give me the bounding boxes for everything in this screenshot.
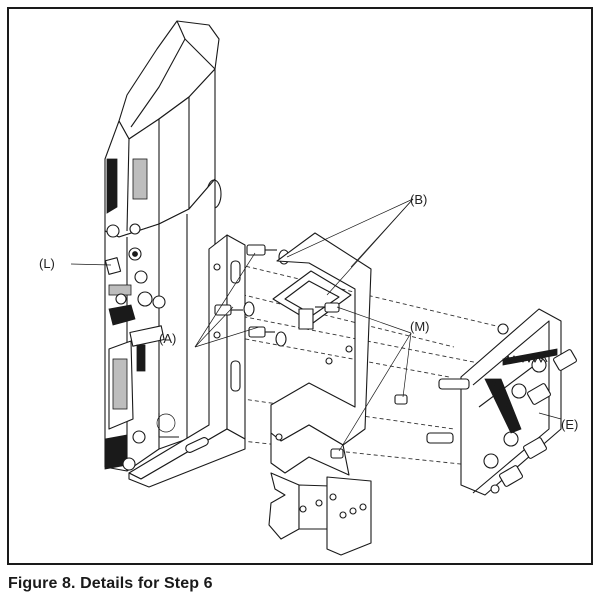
callout-a: (A) <box>159 331 176 346</box>
exploded-assembly-drawing: (L) (A) (B) (M) (E) <box>39 20 578 556</box>
callout-m: (M) <box>410 319 430 334</box>
callout-e: (E) <box>561 417 578 432</box>
switch-unit <box>104 20 222 472</box>
adapter-plate <box>268 232 408 556</box>
leader-lines <box>70 198 562 452</box>
mounting-bracket <box>128 234 246 488</box>
callout-b: (B) <box>410 192 427 207</box>
callout-l: (L) <box>39 256 55 271</box>
spring-plate <box>426 308 577 496</box>
figure-caption: Figure 8. Details for Step 6 <box>8 575 213 592</box>
figure-frame: (L) (A) (B) (M) (E) <box>7 7 593 565</box>
